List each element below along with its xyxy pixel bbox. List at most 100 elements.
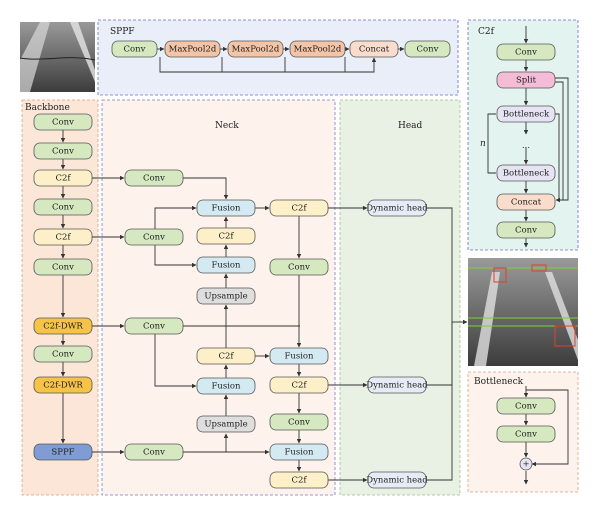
sppf-node-1-box xyxy=(164,40,221,58)
neck-fusion-1-box xyxy=(196,199,256,217)
neck-conv-2-box xyxy=(124,228,184,246)
neck-conv-r2-box xyxy=(269,413,329,431)
backbone-node-4: C2f xyxy=(33,228,93,246)
sppf-node-4-label: Concat xyxy=(359,45,390,55)
head-dynamic-2: Dynamic head xyxy=(366,471,428,489)
bneck-node-1-label: Conv xyxy=(515,430,537,440)
sppf-node-3: MaxPool2d xyxy=(289,40,346,58)
backbone-node-8-box xyxy=(33,376,93,394)
sppf-node-1: MaxPool2d xyxy=(164,40,221,58)
neck-conv-2: Conv xyxy=(124,228,184,246)
input-road-image xyxy=(19,22,96,92)
neck-upsample-1-box xyxy=(196,287,256,305)
neck-c2f-r1-box xyxy=(269,199,329,217)
neck-fusion-r1-box xyxy=(269,347,329,365)
neck-c2f-2-label: C2f xyxy=(218,352,234,362)
neck-c2f-r2-label: C2f xyxy=(291,381,307,391)
backbone-node-7-label: Conv xyxy=(52,350,74,360)
head-panel xyxy=(339,99,461,496)
neck-upsample-2-label: Upsample xyxy=(204,420,247,430)
output-detection-image xyxy=(468,258,578,366)
edge-head0-out xyxy=(426,207,453,322)
neck-c2f-r2: C2f xyxy=(269,376,329,394)
edges-layer xyxy=(60,26,569,485)
edge-neckconv2-to-fusion2 xyxy=(154,245,197,268)
c2f-n-label: n xyxy=(480,139,486,149)
c2f-node-5-label: Concat xyxy=(511,198,542,208)
neck-upsample-2: Upsample xyxy=(196,415,256,433)
neck-c2f-r3-box xyxy=(269,471,329,489)
neck-c2f-1-label: C2f xyxy=(218,232,234,242)
head-dynamic-0: Dynamic head xyxy=(366,199,428,217)
c2f-node-5-box xyxy=(496,193,556,211)
sppf-node-2-label: MaxPool2d xyxy=(232,45,280,55)
c2f-node-4: Bottleneck xyxy=(496,164,556,182)
head-dynamic-2-label: Dynamic head xyxy=(366,476,428,486)
c2f-node-6: Conv xyxy=(496,221,556,239)
neck-conv-1-label: Conv xyxy=(143,174,165,184)
c2f-node-2-box xyxy=(496,105,556,123)
sppf-node-4: Concat xyxy=(349,40,399,58)
backbone-node-8: C2f-DWR xyxy=(33,376,93,394)
edge-head2-out xyxy=(426,322,453,481)
neck-c2f-r1: C2f xyxy=(269,199,329,217)
backbone-node-1: Conv xyxy=(33,142,93,160)
head-title: Head xyxy=(398,121,423,131)
backbone-panel xyxy=(21,99,99,496)
bneck-node-0: Conv xyxy=(496,397,556,415)
c2f-node-0-label: Conv xyxy=(515,48,537,58)
c2f-node-2-label: Bottleneck xyxy=(503,110,550,120)
neck-conv-4: Conv xyxy=(124,443,184,461)
edge-neckconv1-to-fusion1 xyxy=(183,177,229,200)
neck-conv-2-label: Conv xyxy=(143,233,165,243)
head-dynamic-1-label: Dynamic head xyxy=(366,381,428,391)
sppf-node-1-label: MaxPool2d xyxy=(169,45,217,55)
c2f-node-1-box xyxy=(496,71,556,89)
head-dynamic-0-label: Dynamic head xyxy=(366,204,428,214)
c2f-node-6-box xyxy=(496,221,556,239)
backbone-node-8-label: C2f-DWR xyxy=(43,381,83,391)
backbone-node-7: Conv xyxy=(33,345,93,363)
c2f-node-1: Split xyxy=(496,71,556,89)
backbone-title: Backbone xyxy=(25,103,70,113)
sppf-node-5-label: Conv xyxy=(417,45,439,55)
neck-c2f-r3-label: C2f xyxy=(291,476,307,486)
neck-c2f-r2-box xyxy=(269,376,329,394)
c2f-node-0-box xyxy=(496,43,556,61)
neck-c2f-r3: C2f xyxy=(269,471,329,489)
neck-fusion-2: Fusion xyxy=(196,256,256,274)
neck-fusion-1-label: Fusion xyxy=(211,204,241,214)
backbone-node-3-box xyxy=(33,198,93,216)
head-dynamic-1-box xyxy=(367,376,427,394)
neck-title: Neck xyxy=(215,121,239,131)
neck-conv-3-box xyxy=(124,317,184,335)
c2f-ellipsis: ... xyxy=(522,141,530,151)
neck-fusion-r1-label: Fusion xyxy=(284,352,314,362)
backbone-node-6: C2f-DWR xyxy=(33,317,93,335)
neck-conv-4-label: Conv xyxy=(143,448,165,458)
c2f-node-2: Bottleneck xyxy=(496,105,556,123)
sppf-node-3-box xyxy=(289,40,346,58)
bneck-node-0-label: Conv xyxy=(515,402,537,412)
neck-conv-r1: Conv xyxy=(269,258,329,276)
backbone-node-0-box xyxy=(33,113,93,131)
c2f-split-bypass-1 xyxy=(555,77,569,203)
sppf-node-4-box xyxy=(349,40,399,58)
neck-fusion-2-box xyxy=(196,256,256,274)
neck-fusion-2-label: Fusion xyxy=(211,261,241,271)
neck-conv-3-label: Conv xyxy=(143,322,165,332)
backbone-node-4-box xyxy=(33,228,93,246)
backbone-node-9-box xyxy=(33,443,93,461)
bottleneck-title: Bottleneck xyxy=(474,377,524,387)
bneck-add-circle xyxy=(519,457,533,471)
backbone-node-2-label: C2f xyxy=(55,174,71,184)
backbone-node-5-box xyxy=(33,258,93,276)
sppf-node-3-label: MaxPool2d xyxy=(294,45,342,55)
neck-fusion-1: Fusion xyxy=(196,199,256,217)
backbone-node-5-label: Conv xyxy=(52,263,74,273)
sppf-node-2: MaxPool2d xyxy=(227,40,284,58)
head-dynamic-2-box xyxy=(367,471,427,489)
neck-conv-1: Conv xyxy=(124,169,184,187)
backbone-node-0-label: Conv xyxy=(52,118,74,128)
neck-fusion-r1: Fusion xyxy=(269,347,329,365)
